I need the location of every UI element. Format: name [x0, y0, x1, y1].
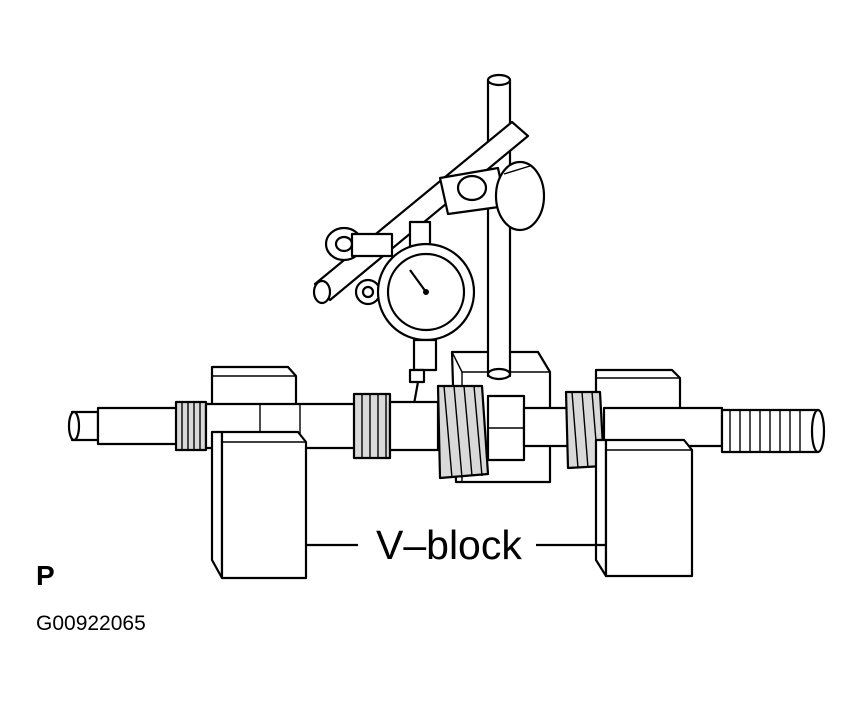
dial-indicator — [376, 220, 476, 405]
figure-id: G00922065 — [36, 612, 146, 635]
v-block-right-front — [594, 438, 694, 578]
stand-rod — [486, 73, 512, 381]
transmission-shaft — [67, 384, 826, 480]
v-block-label: V–block — [376, 522, 522, 568]
v-block-left-front — [210, 430, 308, 580]
panel-letter: P — [36, 560, 55, 591]
